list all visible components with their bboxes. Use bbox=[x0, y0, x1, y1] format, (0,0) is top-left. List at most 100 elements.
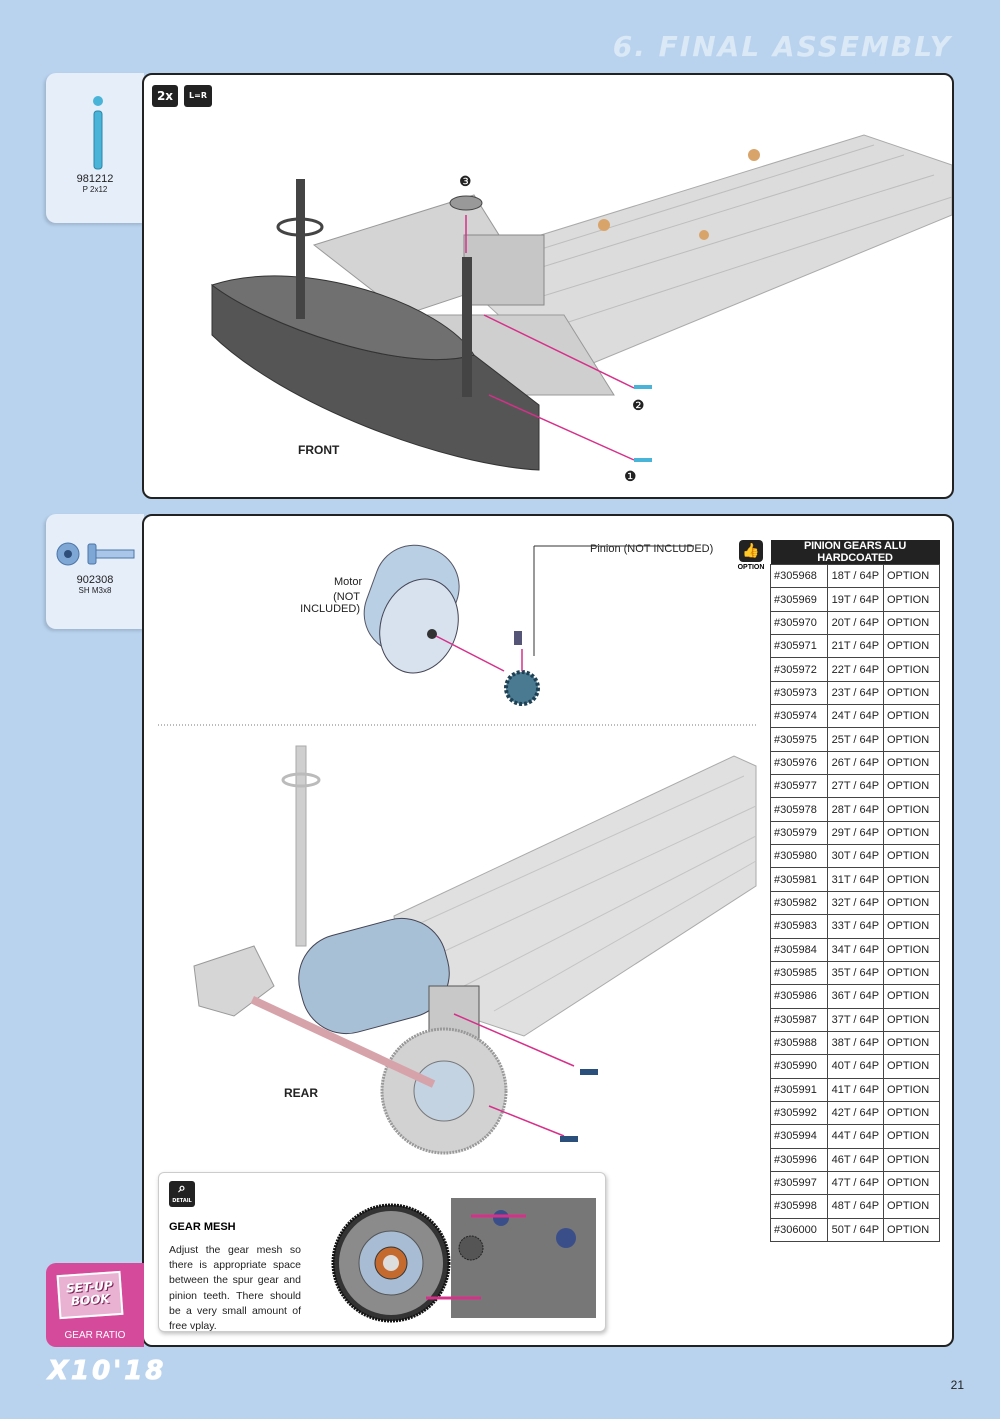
detail-badge-label: DETAIL bbox=[172, 1198, 192, 1204]
gear-spec-cell: 20T / 64P bbox=[826, 610, 884, 636]
part-name: P 2x12 bbox=[82, 185, 108, 194]
gear-mesh-detail-box: ⌕ DETAIL GEAR MESH Adjust the gear mesh … bbox=[158, 1172, 606, 1332]
part-number-cell: #305983 bbox=[770, 914, 828, 939]
callout-2: ❷ bbox=[632, 397, 645, 413]
option-cell: OPTION bbox=[882, 797, 941, 822]
part-card-screw: 902308 SH M3x8 bbox=[46, 514, 144, 629]
pin-icon bbox=[93, 96, 103, 170]
lr-badge: L=R bbox=[184, 85, 212, 107]
gear-spec-cell: 23T / 64P bbox=[826, 680, 884, 706]
part-number-cell: #305992 bbox=[770, 1100, 828, 1126]
option-cell: OPTION bbox=[882, 704, 941, 729]
option-cell: OPTION bbox=[882, 1007, 941, 1032]
option-cell: OPTION bbox=[882, 1124, 941, 1149]
part-card-pin: 981212 P 2x12 bbox=[46, 73, 144, 223]
gear-spec-cell: 48T / 64P bbox=[826, 1194, 884, 1219]
option-cell: OPTION bbox=[882, 1217, 941, 1242]
option-cell: OPTION bbox=[882, 1077, 941, 1102]
table-header: PINION GEARS ALU HARDCOATED bbox=[770, 540, 940, 565]
callout-3: ❸ bbox=[459, 173, 472, 189]
rear-label: REAR bbox=[284, 1086, 319, 1100]
part-number-cell: #305974 bbox=[770, 704, 828, 729]
part-number-cell: #305985 bbox=[770, 960, 828, 986]
gear-spec-cell: 36T / 64P bbox=[826, 984, 884, 1009]
part-number-cell: #305969 bbox=[770, 587, 828, 612]
page-number: 21 bbox=[950, 1378, 964, 1392]
part-number-cell: #305970 bbox=[770, 610, 828, 636]
option-cell: OPTION bbox=[882, 1030, 941, 1056]
gear-spec-cell: 24T / 64P bbox=[826, 704, 884, 729]
front-label: FRONT bbox=[298, 443, 340, 457]
assembly-step-panel-1: 2x L=R ❸ ❷ ❶ FRONT bbox=[142, 73, 954, 499]
part-number-cell: #305997 bbox=[770, 1170, 828, 1196]
option-cell: OPTION bbox=[882, 774, 941, 799]
option-cell: OPTION bbox=[882, 680, 941, 706]
option-cell: OPTION bbox=[882, 1100, 941, 1126]
gear-spec-cell: 31T / 64P bbox=[826, 867, 884, 892]
detail-badge: ⌕ DETAIL bbox=[169, 1181, 195, 1207]
part-number-cell: #305975 bbox=[770, 727, 828, 752]
option-cell: OPTION bbox=[882, 657, 941, 682]
thumbs-up-icon: 👍 bbox=[739, 540, 763, 562]
part-number-cell: #305994 bbox=[770, 1124, 828, 1149]
part-number-cell: #305968 bbox=[770, 563, 828, 589]
gear-spec-cell: 35T / 64P bbox=[826, 960, 884, 986]
part-number-cell: #305998 bbox=[770, 1194, 828, 1219]
part-number-cell: #305986 bbox=[770, 984, 828, 1009]
option-badge: 👍 OPTION bbox=[736, 540, 766, 571]
screw-icon bbox=[56, 542, 135, 566]
gear-spec-cell: 34T / 64P bbox=[826, 937, 884, 962]
magnifier-icon: ⌕ bbox=[178, 1181, 186, 1196]
gear-spec-cell: 18T / 64P bbox=[826, 563, 884, 589]
part-number-cell: #305988 bbox=[770, 1030, 828, 1056]
gear-spec-cell: 41T / 64P bbox=[826, 1077, 884, 1102]
part-name: SH M3x8 bbox=[78, 586, 112, 595]
part-number-cell: #305978 bbox=[770, 797, 828, 822]
option-cell: OPTION bbox=[882, 634, 941, 659]
setup-book-icon: SET-UP BOOK bbox=[56, 1270, 124, 1320]
gear-spec-cell: 47T / 64P bbox=[826, 1170, 884, 1196]
motor-label-line2: (NOT INCLUDED) bbox=[300, 591, 360, 615]
option-cell: OPTION bbox=[882, 937, 941, 962]
part-number-cell: #305973 bbox=[770, 680, 828, 706]
part-number-cell: #305971 bbox=[770, 634, 828, 659]
gear-spec-cell: 19T / 64P bbox=[826, 587, 884, 612]
part-number-cell: #305977 bbox=[770, 774, 828, 799]
detail-title: GEAR MESH bbox=[169, 1221, 236, 1233]
option-cell: OPTION bbox=[882, 1170, 941, 1196]
part-number-cell: #305991 bbox=[770, 1077, 828, 1102]
option-cell: OPTION bbox=[882, 1054, 941, 1079]
brand-logo: X10'18 bbox=[47, 1356, 167, 1387]
gear-spec-cell: 22T / 64P bbox=[826, 657, 884, 682]
gear-spec-cell: 25T / 64P bbox=[826, 727, 884, 752]
option-cell: OPTION bbox=[882, 610, 941, 636]
gear-spec-cell: 38T / 64P bbox=[826, 1030, 884, 1056]
gear-spec-cell: 30T / 64P bbox=[826, 844, 884, 869]
gear-spec-cell: 26T / 64P bbox=[826, 750, 884, 776]
gear-mesh-illustration bbox=[331, 1198, 596, 1323]
gear-spec-cell: 33T / 64P bbox=[826, 914, 884, 939]
part-number-cell: #305972 bbox=[770, 657, 828, 682]
part-number-cell: #305984 bbox=[770, 937, 828, 962]
option-cell: OPTION bbox=[882, 1147, 941, 1172]
option-cell: OPTION bbox=[882, 914, 941, 939]
part-number-cell: #305976 bbox=[770, 750, 828, 776]
